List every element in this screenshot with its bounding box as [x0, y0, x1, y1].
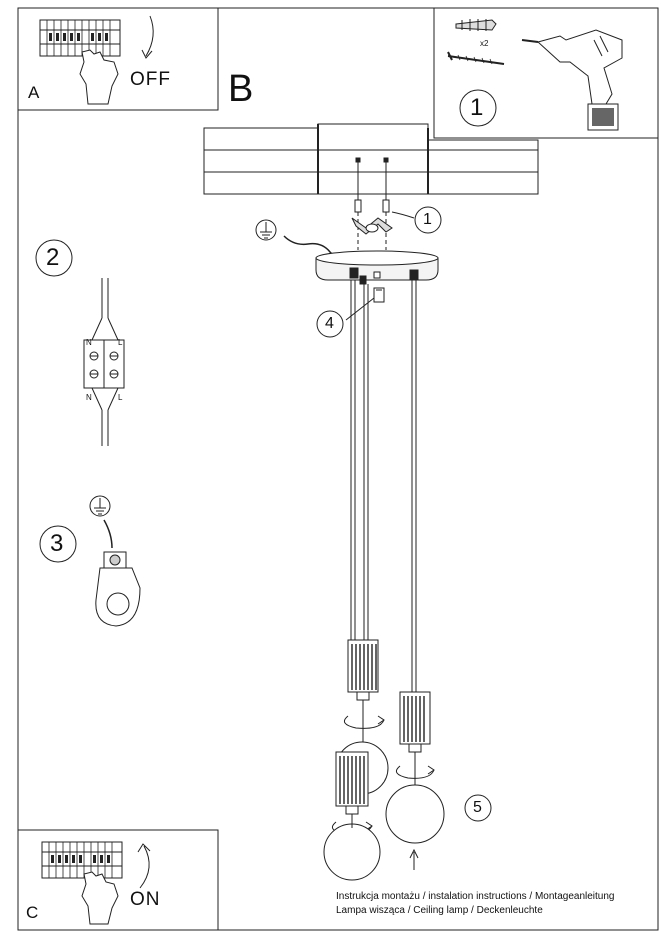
step-number-4: 4 — [325, 315, 334, 332]
panel-c-letter: C — [26, 903, 39, 922]
terminal-label-n-top: N — [86, 338, 92, 347]
lamp-holder-middle — [335, 751, 369, 815]
step-number-3: 3 — [50, 530, 64, 557]
step-badge-5 — [464, 794, 492, 822]
page-frame — [17, 7, 659, 931]
fuse-box-off-icon — [39, 19, 121, 57]
terminal-block-icon — [83, 278, 125, 446]
off-label: OFF — [130, 69, 171, 90]
step-badge-3 — [39, 525, 77, 563]
terminal-label-l-bottom: L — [118, 393, 123, 402]
step-number-1: 1 — [423, 211, 432, 228]
on-label: ON — [130, 889, 161, 910]
mounting-screws — [354, 157, 390, 250]
anchor-count: x2 — [480, 39, 489, 48]
hand-icon — [81, 871, 119, 925]
ceiling-blocks — [203, 123, 539, 195]
earth-terminal-icon — [89, 495, 141, 627]
glass-globe-left — [323, 823, 381, 881]
step-badge-4 — [316, 310, 344, 338]
footer-line-1: Instrukcja montażu / instalation instruc… — [336, 891, 615, 902]
step-number-2: 2 — [46, 244, 60, 271]
panel-tools — [433, 7, 659, 139]
fuse-box-on-icon — [41, 841, 123, 879]
rotate-arrow-icon — [343, 715, 385, 729]
step-number-1-tools: 1 — [470, 94, 484, 121]
panel-c — [17, 829, 219, 931]
terminal-label-n-bottom: N — [86, 393, 92, 402]
step-badge-1 — [414, 206, 442, 234]
step-badge-1-tools — [459, 89, 497, 127]
pendant-cables — [350, 280, 417, 692]
arrow-up-icon — [409, 848, 419, 870]
wall-plug-icon — [455, 19, 497, 31]
panel-b-letter: B — [228, 68, 254, 110]
step-number-5: 5 — [473, 799, 482, 816]
hand-icon — [79, 49, 119, 105]
rotate-arrow-icon — [395, 765, 435, 779]
panel-a — [17, 7, 219, 111]
earth-wire — [255, 219, 337, 259]
arrow-down-icon — [141, 15, 154, 59]
drill-icon — [521, 29, 623, 131]
mounting-bracket-icon — [351, 217, 393, 235]
step-badge-2 — [35, 239, 73, 277]
footer-line-2: Lampa wisząca / Ceiling lamp / Deckenleu… — [336, 905, 543, 916]
lamp-holder-left — [347, 639, 379, 701]
lamp-holder-right — [399, 691, 431, 753]
panel-a-letter: A — [28, 83, 40, 102]
glass-globe-right — [385, 784, 445, 844]
terminal-label-l-top: L — [118, 338, 123, 347]
arrow-up-icon — [137, 843, 151, 889]
set-screw — [373, 287, 385, 303]
canopy — [315, 250, 439, 285]
screw-icon — [447, 51, 505, 65]
